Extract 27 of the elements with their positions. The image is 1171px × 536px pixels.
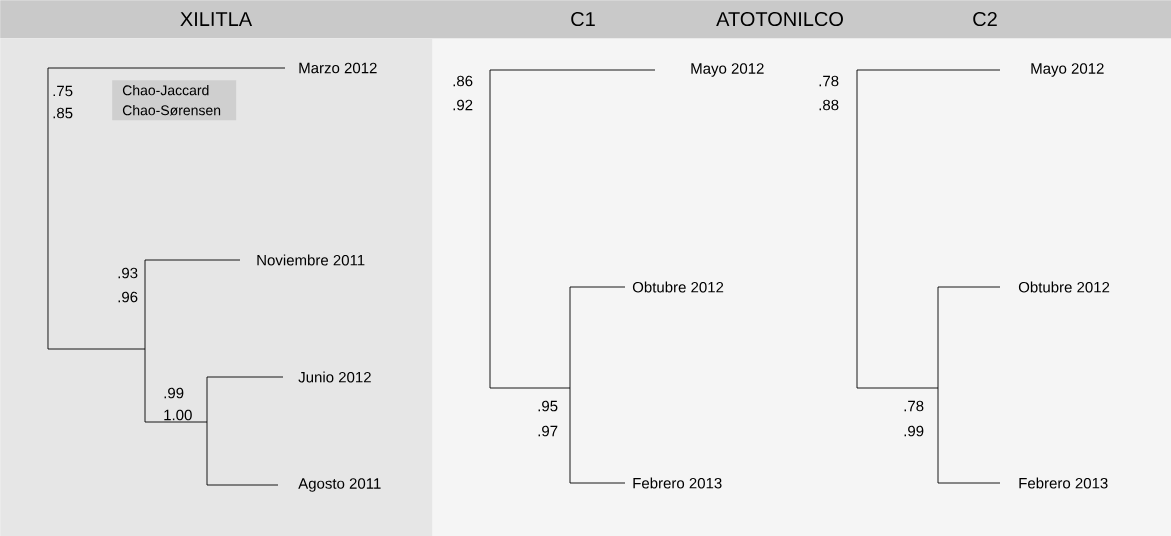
similarity-value: .86 [453,75,473,87]
leaf-label: Mayo 2012 [1031,63,1104,77]
similarity-value: .99 [164,387,184,399]
similarity-value: .92 [453,99,473,111]
legend-box: Chao-Jaccard Chao-Sørensen [112,80,237,121]
similarity-value: .75 [53,85,73,97]
similarity-value: .99 [904,425,924,437]
similarity-value: .96 [118,291,138,303]
similarity-value: .85 [53,107,73,119]
similarity-value: 1.00 [164,409,192,421]
similarity-value: .78 [904,400,924,412]
leaf-label: Agosto 2011 [298,478,381,492]
leaf-label: Obtubre 2012 [632,281,724,293]
leaf-label: Obtubre 2012 [1018,281,1110,293]
similarity-value: .93 [118,267,138,279]
leaf-label: Febrero 2013 [633,477,722,489]
similarity-value: .97 [538,425,558,437]
leaf-label: Febrero 2013 [1019,477,1108,489]
header-band: XILITLA C1 ATOTONILCO C2 [0,0,1171,39]
similarity-value: .78 [819,75,839,87]
similarity-value: .95 [538,400,558,412]
leaf-label: Noviembre 2011 [257,254,365,266]
leaf-label: Marzo 2012 [299,62,377,74]
similarity-value: .88 [819,99,839,111]
panel-background [0,38,433,536]
leaf-label: Mayo 2012 [691,63,764,77]
leaf-label: Junio 2012 [298,371,371,383]
